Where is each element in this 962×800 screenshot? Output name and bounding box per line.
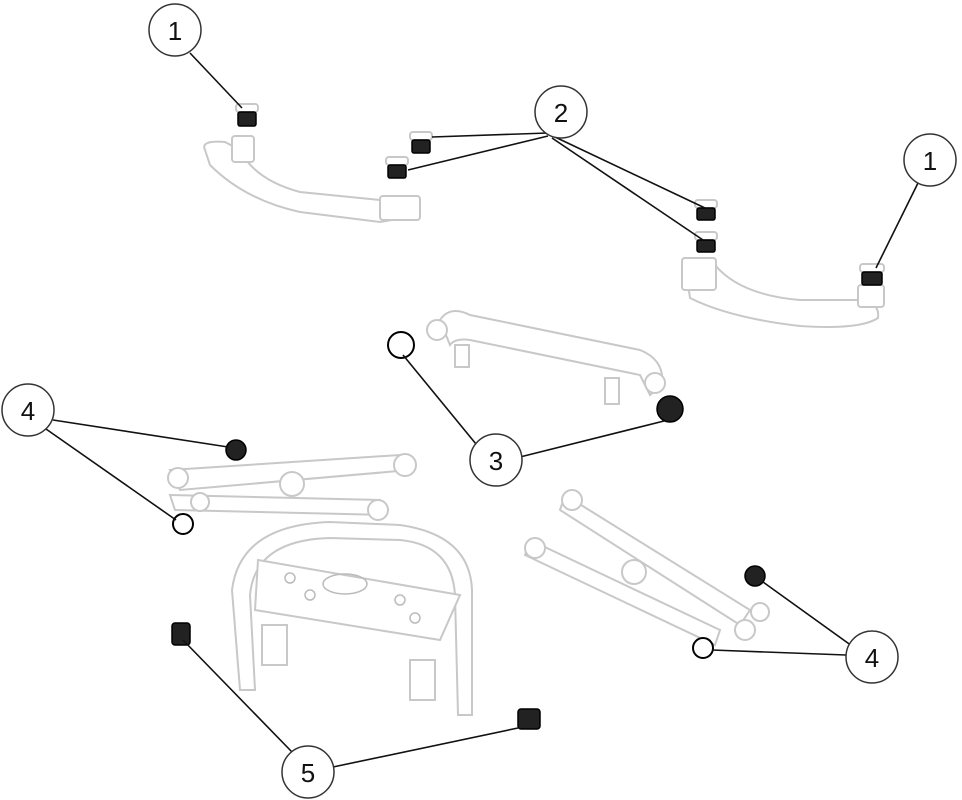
- svg-text:4: 4: [865, 643, 879, 673]
- leader-5a: [182, 639, 293, 753]
- leader-4a: [52, 419, 229, 448]
- leader-4c: [762, 581, 853, 647]
- leader-4b: [45, 428, 177, 521]
- callout-4-left: 4: [1, 383, 55, 437]
- handle-bar-left: [203, 135, 422, 224]
- svg-text:4: 4: [21, 396, 35, 426]
- leader-lines: [45, 52, 919, 768]
- svg-text:2: 2: [554, 98, 568, 128]
- leader-3a: [402, 354, 477, 445]
- svg-text:5: 5: [301, 758, 315, 788]
- linkage-right: [523, 489, 770, 659]
- leader-1a: [189, 52, 243, 109]
- handle-bar-middle: [387, 310, 684, 423]
- svg-text:1: 1: [168, 16, 182, 46]
- callout-5: 5: [281, 745, 335, 799]
- leader-2a: [431, 132, 549, 138]
- cap-part-2a: [409, 131, 433, 154]
- cap-part-1-right: [859, 263, 885, 286]
- leader-2d: [551, 137, 704, 241]
- leader-2c: [554, 136, 706, 209]
- callout-1-right: 1: [903, 133, 957, 187]
- svg-text:3: 3: [489, 446, 503, 476]
- leader-2b: [407, 135, 549, 171]
- leader-4d: [711, 649, 847, 656]
- caps-top: [235, 103, 885, 286]
- callout-1-top-left: 1: [148, 3, 202, 57]
- callout-3: 3: [469, 433, 523, 487]
- callout-4-right: 4: [845, 630, 899, 684]
- leader-5b: [332, 727, 519, 768]
- linkage-left: [167, 439, 417, 535]
- callout-2: 2: [534, 85, 588, 139]
- cap-part-2c: [694, 199, 718, 221]
- cap-part-2d: [694, 231, 718, 253]
- leader-1b: [875, 182, 919, 269]
- leader-3b: [519, 420, 665, 458]
- handle-bar-right: [681, 257, 885, 328]
- cap-part-2b: [385, 156, 409, 179]
- svg-text:1: 1: [923, 146, 937, 176]
- bumper-frame: [171, 520, 541, 730]
- cap-part-1-left: [235, 103, 259, 127]
